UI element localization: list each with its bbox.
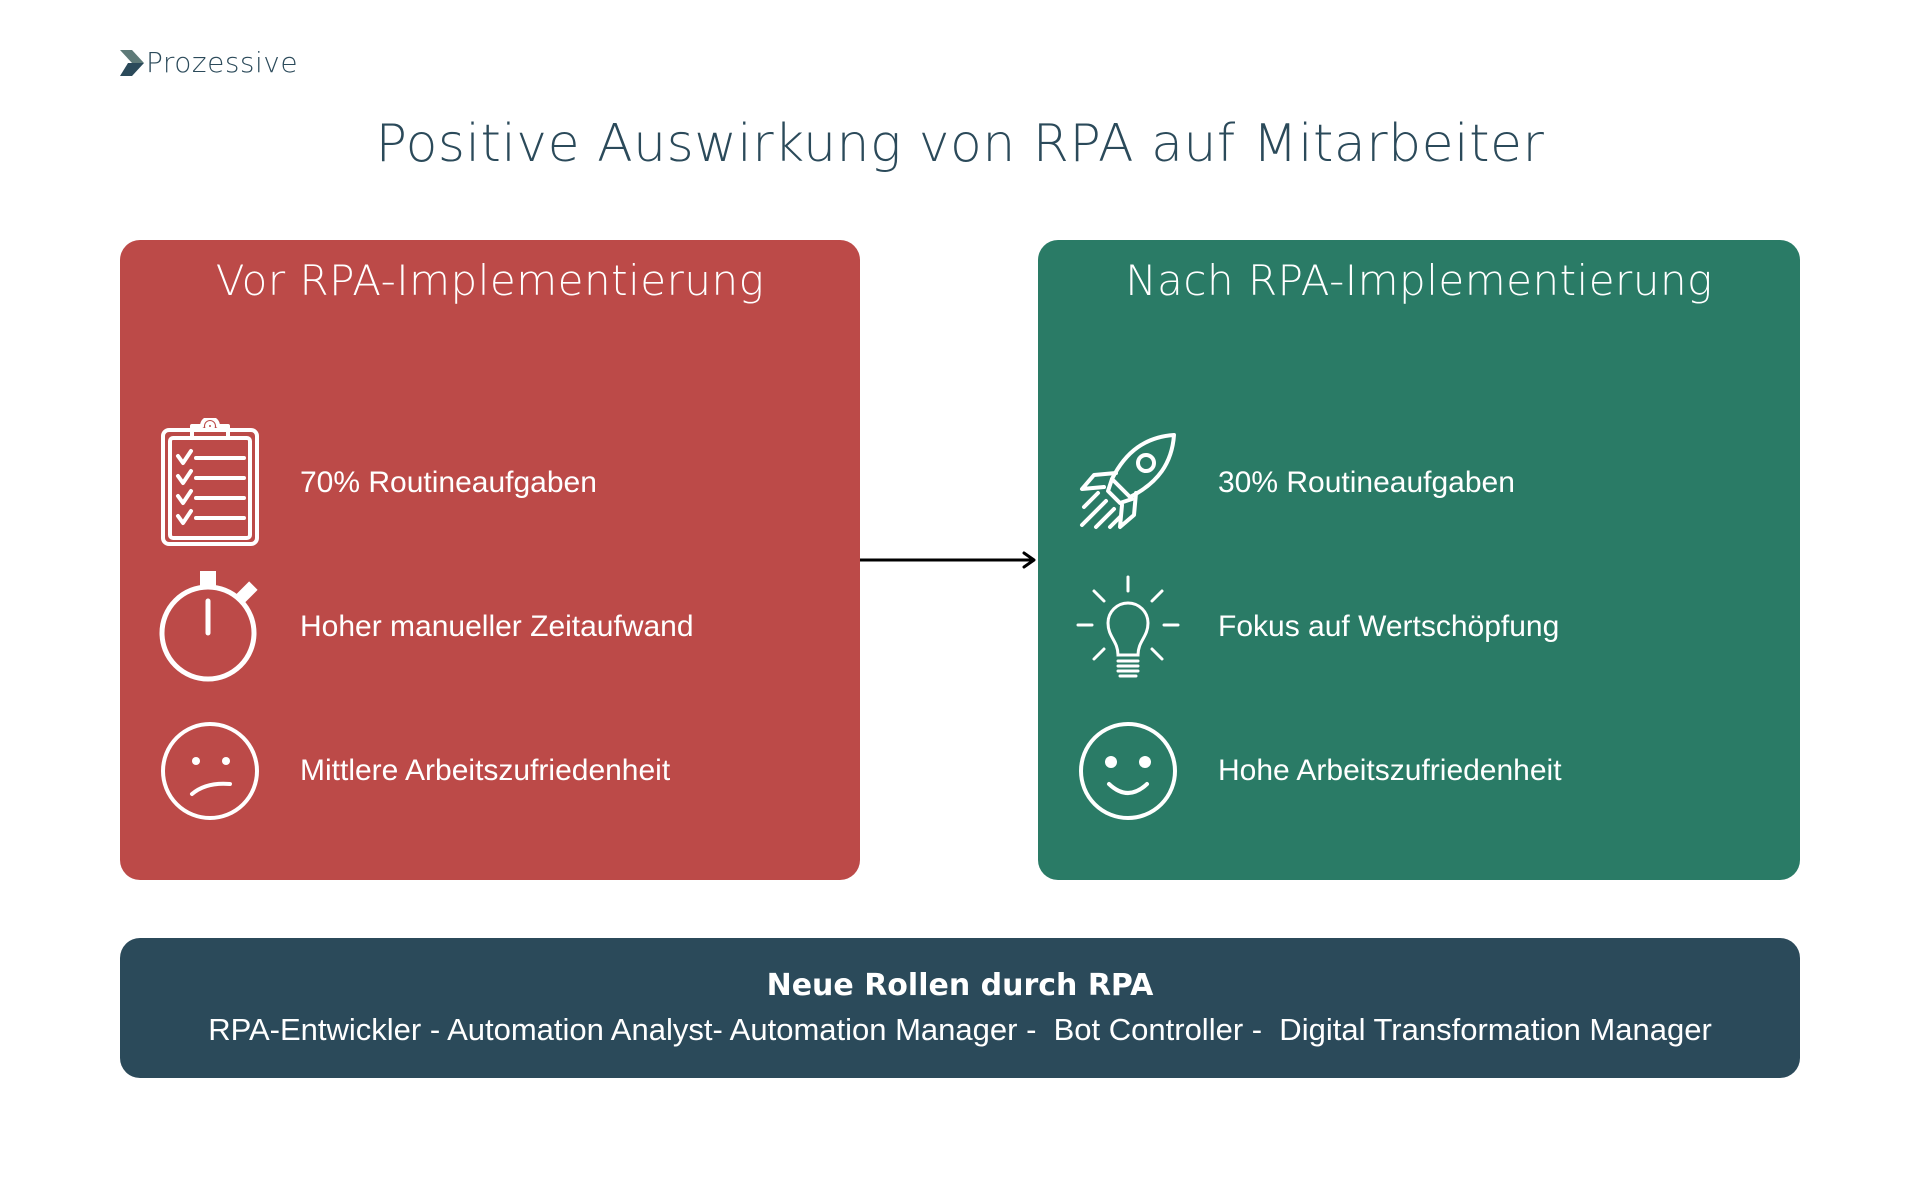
banner-roles: RPA-Entwickler - Automation Analyst- Aut…: [208, 1012, 1712, 1047]
after-item-label: Fokus auf Wertschöpfung: [1218, 610, 1560, 643]
before-item-label: 70% Routineaufgaben: [300, 466, 597, 499]
after-card: Nach RPA-Implementierung 30% Routineaufg…: [1038, 240, 1800, 880]
page-title: Positive Auswirkung von RPA auf Mitarbei…: [375, 114, 1545, 174]
after-item-routine: 30% Routineaufgaben: [1076, 423, 1515, 543]
chevron-icon: [120, 49, 144, 76]
after-item-focus: Fokus auf Wertschöpfung: [1076, 567, 1559, 687]
before-item-satisfaction: Mittlere Arbeitszufriedenheit: [158, 711, 670, 831]
smiley-face-icon: [1076, 711, 1180, 831]
after-item-satisfaction: Hohe Arbeitszufriedenheit: [1076, 711, 1562, 831]
after-item-label: 30% Routineaufgaben: [1218, 466, 1515, 499]
after-card-title: Nach RPA-Implementierung: [1125, 256, 1713, 305]
arrow-right-icon: [860, 551, 1036, 569]
before-item-label: Mittlere Arbeitszufriedenheit: [300, 754, 671, 787]
neutral-face-icon: [158, 711, 262, 831]
before-item-label: Hoher manueller Zeitaufwand: [300, 610, 694, 643]
lightbulb-icon: [1076, 567, 1180, 687]
after-item-label: Hohe Arbeitszufriedenheit: [1218, 754, 1562, 787]
stopwatch-icon: [158, 567, 262, 687]
before-card-title: Vor RPA-Implementierung: [215, 256, 765, 305]
before-item-time: Hoher manueller Zeitaufwand: [158, 567, 694, 687]
before-card: Vor RPA-Implementierung 70% Routineaufga…: [120, 240, 860, 880]
logo: Prozessive: [120, 46, 298, 79]
logo-text: Prozessive: [146, 46, 299, 79]
new-roles-banner: Neue Rollen durch RPA RPA-Entwickler - A…: [120, 938, 1800, 1078]
clipboard-checklist-icon: [158, 418, 262, 546]
banner-title: Neue Rollen durch RPA: [766, 968, 1154, 1003]
before-item-routine: 70% Routineaufgaben: [158, 418, 597, 546]
rocket-icon: [1076, 423, 1180, 543]
